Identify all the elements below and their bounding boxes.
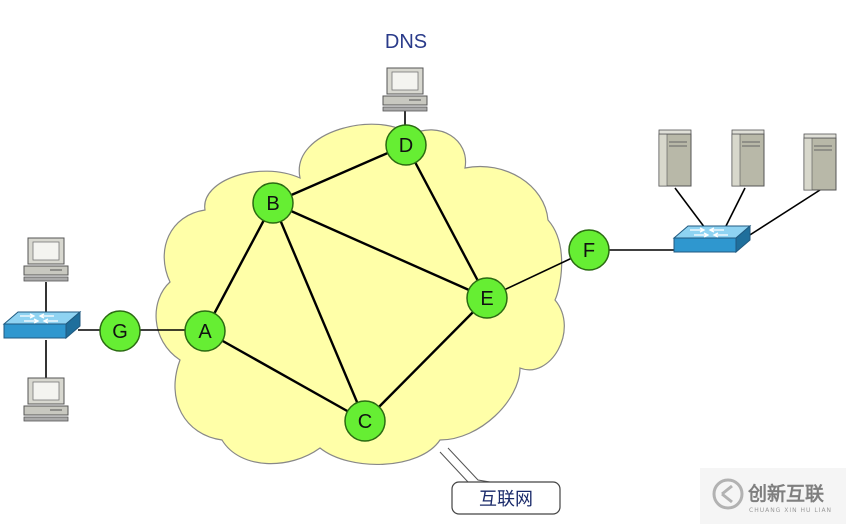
cloud-callout-pointer bbox=[439, 447, 491, 485]
router-circle bbox=[184, 310, 226, 352]
left-bottom-pc-icon bbox=[23, 377, 69, 422]
watermark: 创新互联 CHUANG XIN HU LIAN bbox=[700, 468, 846, 524]
link-B-C bbox=[271, 202, 367, 422]
router-label: F bbox=[583, 240, 595, 262]
link-A-B bbox=[203, 202, 275, 332]
router-e: E bbox=[466, 277, 508, 319]
server-2-icon bbox=[731, 129, 765, 187]
cloud-label: 互联网 bbox=[479, 489, 533, 510]
cloud-label-box: 互联网 bbox=[451, 481, 561, 515]
server-3-icon bbox=[803, 133, 837, 191]
router-circle bbox=[252, 182, 294, 224]
link-D-E bbox=[404, 144, 489, 299]
dns-label: DNS bbox=[385, 31, 427, 53]
link-A-C bbox=[204, 329, 366, 423]
router-b: B bbox=[252, 182, 294, 224]
link-B-E bbox=[272, 201, 488, 300]
links-layer bbox=[203, 143, 590, 423]
router-label: C bbox=[358, 411, 372, 433]
router-f: F bbox=[568, 229, 610, 271]
router-d: D bbox=[385, 124, 427, 166]
watermark-main: 创新互联 bbox=[747, 482, 824, 505]
router-g: G bbox=[99, 310, 141, 352]
left-top-pc-icon bbox=[23, 237, 69, 282]
router-label: D bbox=[399, 135, 413, 157]
router-circle bbox=[344, 400, 386, 442]
router-circle bbox=[568, 229, 610, 271]
router-c: C bbox=[344, 400, 386, 442]
router-label: G bbox=[112, 321, 128, 343]
router-circle bbox=[466, 277, 508, 319]
router-a: A bbox=[184, 310, 226, 352]
router-label: A bbox=[198, 321, 212, 343]
router-circle bbox=[99, 310, 141, 352]
server-1-icon bbox=[658, 129, 692, 187]
link-B-D bbox=[272, 143, 407, 205]
right-switch-icon bbox=[673, 225, 751, 253]
host-links bbox=[45, 110, 821, 378]
left-switch-icon bbox=[3, 311, 81, 339]
watermark-sub: CHUANG XIN HU LIAN bbox=[749, 507, 832, 514]
router-label: B bbox=[266, 193, 279, 215]
dns-server-pc-icon bbox=[382, 67, 428, 112]
router-label: E bbox=[480, 288, 493, 310]
routers-layer: A B C D E F G bbox=[99, 124, 610, 442]
router-circle bbox=[385, 124, 427, 166]
link-C-E bbox=[364, 297, 488, 422]
